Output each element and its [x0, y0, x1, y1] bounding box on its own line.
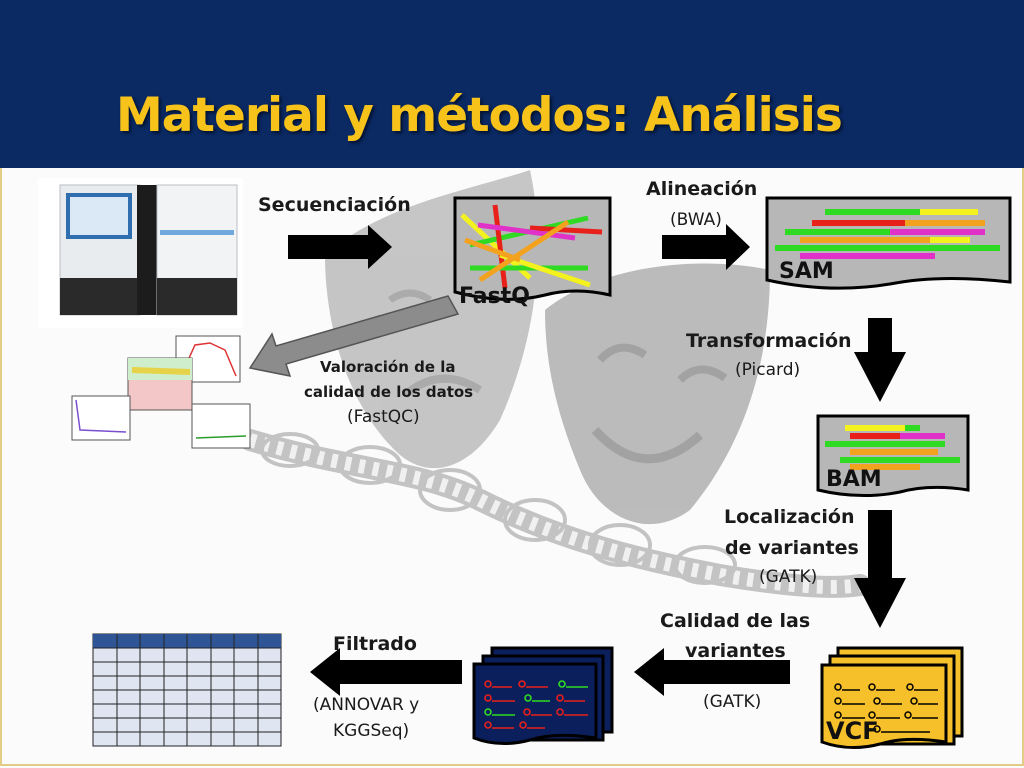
label-valoracion-2: calidad de los datos: [304, 383, 474, 401]
label-filtrado-tool-1: (ANNOVAR y: [313, 695, 420, 715]
label-calidad-tool: (GATK): [703, 692, 762, 712]
sequencer-machine-icon: [38, 178, 243, 328]
label-alineacion-tool: (BWA): [670, 210, 722, 230]
label-localizacion-2: de variantes: [725, 537, 859, 559]
label-alineacion: Alineación: [646, 178, 758, 200]
arrow-secuenciacion: [288, 225, 392, 269]
label-sam: SAM: [779, 259, 834, 284]
arrow-filtrado: [310, 648, 462, 696]
content-frame: [0, 168, 1024, 766]
arrow-valoracion: [248, 295, 460, 377]
arrow-alineacion: [662, 224, 750, 270]
dna-helix-icon: [239, 429, 871, 598]
filtered-variants-stack: [472, 646, 614, 745]
label-localizacion-1: Localización: [724, 506, 855, 528]
label-fastq: FastQ: [459, 284, 530, 309]
label-valoracion-tool: (FastQC): [347, 407, 420, 427]
label-calidad-1: Calidad de las: [660, 610, 811, 632]
fastq-file-card: [453, 196, 612, 301]
arrow-calidad: [634, 648, 790, 696]
label-bam: BAM: [826, 467, 882, 492]
arrow-localizacion: [854, 510, 906, 628]
vcf-file-stack: [820, 646, 964, 749]
label-calidad-2: variantes: [685, 640, 786, 662]
label-transformacion-tool: (Picard): [735, 360, 801, 380]
bam-file-card: [816, 414, 970, 498]
label-secuenciacion: Secuenciación: [258, 194, 411, 216]
title-bar: Material y métodos: Análisis: [0, 0, 1024, 168]
label-valoracion-1: Valoración de la: [320, 358, 456, 376]
label-filtrado: Filtrado: [333, 633, 417, 655]
fastqc-plot-thumbnails-icon: [71, 335, 251, 449]
arrow-transformacion: [854, 318, 906, 402]
result-table-icon: [92, 633, 282, 747]
label-filtrado-tool-2: KGGSeq): [333, 721, 410, 741]
label-localizacion-tool: (GATK): [759, 567, 818, 587]
sam-file-card: [765, 196, 1012, 290]
slide-title: Material y métodos: Análisis: [116, 88, 843, 143]
label-transformacion: Transformación: [686, 330, 852, 352]
label-vcf: VCF: [826, 717, 879, 745]
